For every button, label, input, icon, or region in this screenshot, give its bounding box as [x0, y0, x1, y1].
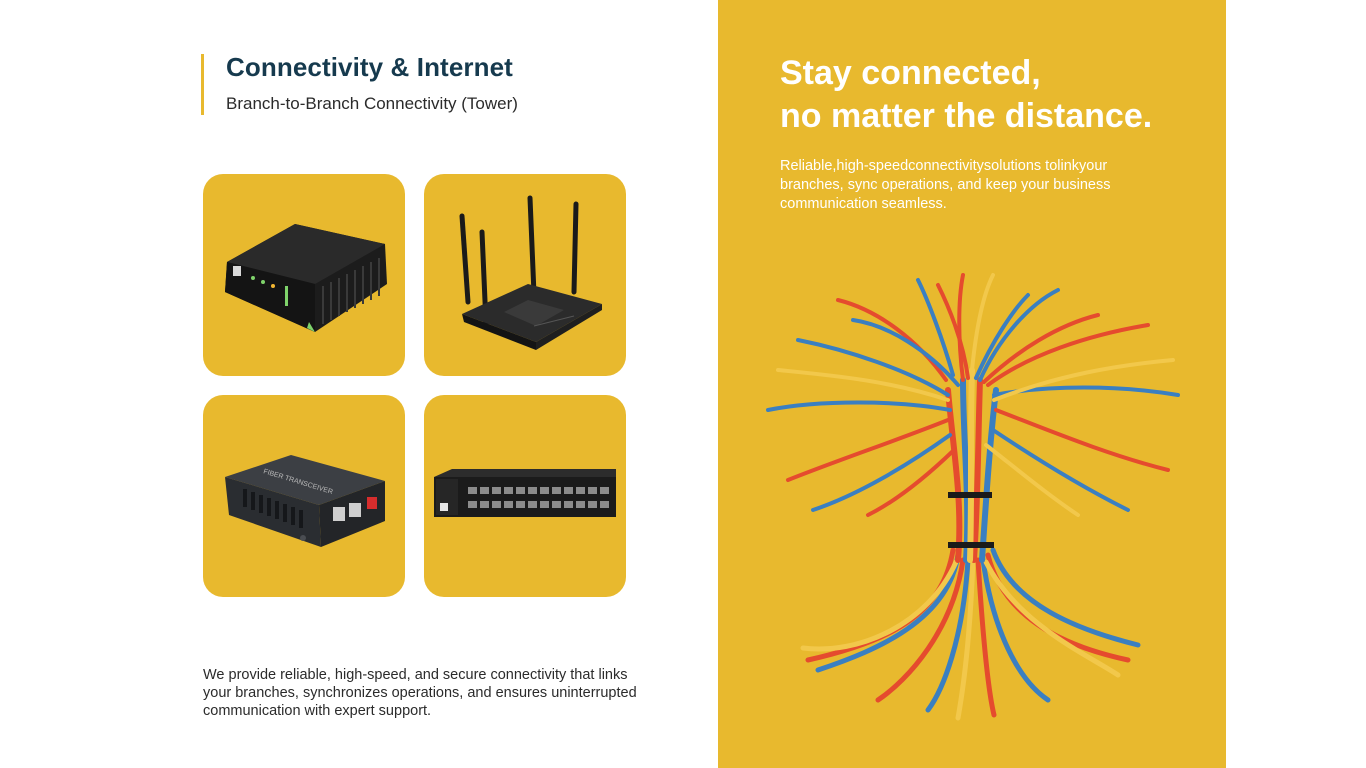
page-subtitle: Branch-to-Branch Connectivity (Tower) — [226, 94, 518, 113]
network-switch-image — [424, 395, 626, 597]
modem-image — [203, 174, 405, 376]
panel-headline: Stay connected, no matter the distance. — [780, 52, 1210, 138]
wifi-router-image — [424, 174, 626, 376]
panel-description: Reliable,high-speedconnectivitysolutions… — [780, 158, 1111, 212]
headline-line-2: no matter the distance. — [780, 97, 1153, 135]
section-header: Connectivity & Internet Branch-to-Branch… — [201, 54, 518, 115]
page-title: Connectivity & Internet — [226, 52, 513, 82]
media-converter-image: FIBER TRANSCEIVER — [203, 395, 405, 597]
cable-tree-illustration — [766, 273, 1180, 721]
intro-paragraph: We provide reliable, high-speed, and sec… — [203, 667, 637, 719]
headline-line-1: Stay connected, — [780, 54, 1041, 92]
promo-panel: Stay connected, no matter the distance. … — [718, 0, 1226, 768]
